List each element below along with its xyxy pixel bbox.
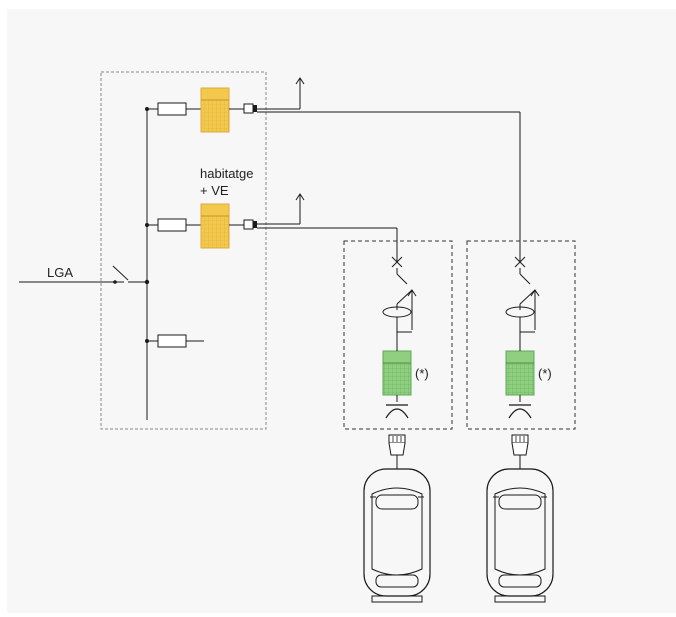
socket-icon	[508, 404, 532, 419]
charger-meter-icon	[382, 350, 412, 396]
charger-note: (*)	[538, 366, 552, 381]
branch-1	[145, 77, 521, 262]
plug-icon	[511, 434, 529, 469]
breaker-icon	[391, 256, 408, 285]
meter-note-line1: habitatge	[200, 166, 254, 181]
plug-icon	[388, 434, 406, 469]
arrow-up-icon	[295, 193, 305, 224]
diagram-background	[7, 9, 676, 613]
junction-dot	[144, 279, 150, 285]
fuse-icon	[157, 102, 187, 116]
breaker-icon	[514, 256, 531, 285]
distribution-frame	[100, 71, 267, 430]
meter-icon	[200, 203, 230, 249]
charger-box-right: (*)	[466, 240, 576, 430]
branch-3	[145, 334, 204, 348]
meter-note-line2: + VE	[200, 183, 229, 198]
rcd-switch-icon	[396, 289, 417, 330]
terminal-icon	[243, 219, 254, 230]
lga-label: LGA	[47, 265, 73, 280]
socket-icon	[385, 404, 409, 419]
meter-icon	[200, 87, 230, 133]
branch-2	[145, 193, 398, 262]
charger-meter-icon	[505, 350, 535, 396]
charger-box-left: (*)	[343, 240, 453, 430]
main-switch-icon	[111, 265, 147, 284]
charger-note: (*)	[415, 366, 429, 381]
fuse-icon	[157, 334, 187, 348]
terminal-icon	[243, 103, 254, 114]
rcd-switch-icon	[519, 289, 540, 330]
arrow-up-icon	[295, 77, 305, 109]
fuse-icon	[157, 218, 187, 232]
